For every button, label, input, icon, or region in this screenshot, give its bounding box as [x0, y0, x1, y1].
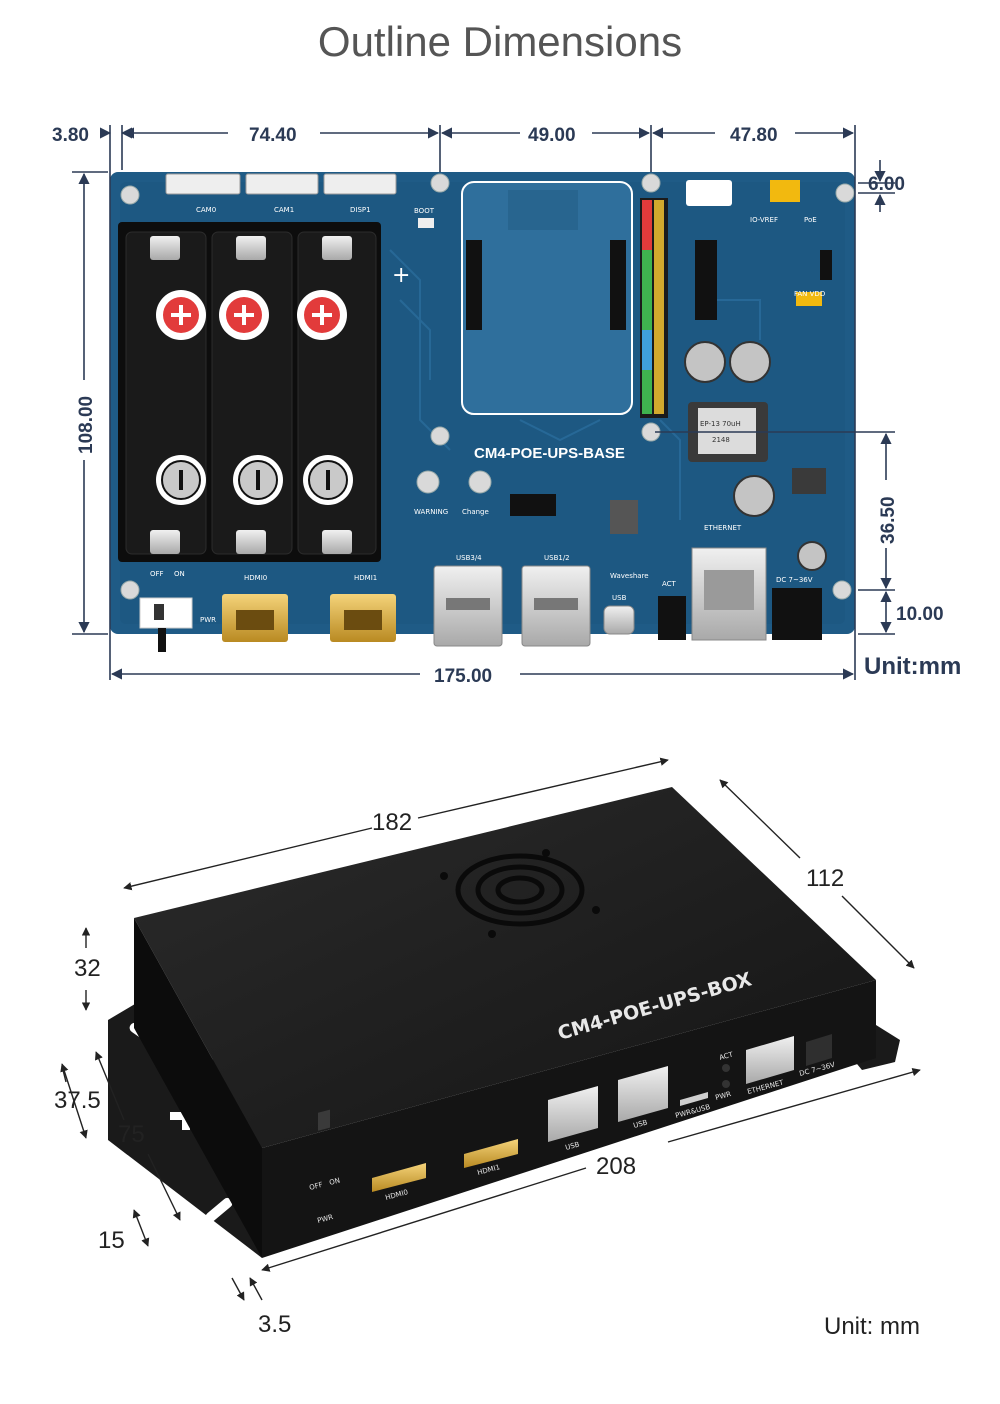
dim-box-37: 37.5	[54, 1087, 101, 1114]
board-name: CM4-POE-UPS-BASE	[474, 445, 625, 462]
pcb-board: CAM0 CAM1 DISP1 BOOT IO-VREF	[110, 172, 855, 652]
battery-plus-icons	[156, 290, 347, 340]
box-on-label: ON	[328, 1176, 340, 1187]
warning-label: WARNING	[414, 508, 448, 516]
usb12-label: USB1/2	[544, 554, 570, 562]
battery-holder	[118, 222, 381, 562]
box-off-label: OFF	[308, 1181, 323, 1192]
usb34-label: USB3/4	[456, 554, 482, 562]
dim-box-height: 32	[74, 955, 101, 982]
box-usb-b-label: USB	[632, 1118, 648, 1129]
battery-minus-icons	[156, 455, 353, 505]
dim-height: 108.00	[76, 396, 97, 454]
box-dimensions	[60, 757, 921, 1301]
dim-box-75: 75	[118, 1121, 145, 1148]
bottom-connectors: OFF ON PWR HDMI0 HDMI1 USB3/4 USB1/2 USB…	[139, 524, 822, 652]
poe-label: PoE	[804, 216, 817, 224]
hdmi0-label: HDMI0	[244, 574, 267, 582]
dim-left-margin: 3.80	[52, 125, 89, 146]
dim-width: 175.00	[434, 666, 492, 687]
box-usb-a-label: USB	[564, 1140, 580, 1151]
pin-headers: IO-VREF PoE FAN VDD	[640, 180, 832, 418]
box-pwr-label: PWR	[714, 1090, 732, 1102]
inductor-label: EP-13 70uH	[700, 420, 741, 428]
dim-box-15: 15	[98, 1227, 125, 1254]
dim-box-length: 182	[372, 809, 412, 836]
pcb-dimension-labels: 3.80 74.40 49.00 47.80 6.00 108.00 36.50…	[52, 125, 961, 687]
unit-label-top: Unit:mm	[864, 653, 961, 680]
on-label: ON	[174, 570, 185, 578]
plus-mark: +	[392, 263, 410, 288]
cm4-socket-area	[461, 181, 633, 415]
ethernet-label: ETHERNET	[704, 524, 742, 532]
dim-right-bottom: 10.00	[896, 604, 944, 625]
dim-box-208: 208	[596, 1153, 636, 1180]
box-dimension-labels: 182 112 32 37.5 75 15 208 3.5 Unit: mm	[54, 809, 920, 1340]
fan-grille-icon	[455, 853, 585, 927]
dim-seg1: 74.40	[249, 125, 297, 146]
dim-seg3: 47.80	[730, 125, 778, 146]
act-label: ACT	[662, 580, 677, 588]
usb-c-label: USB	[612, 594, 627, 602]
unit-label-bottom: Unit: mm	[824, 1313, 920, 1340]
ffc-connectors: CAM0 CAM1 DISP1 BOOT	[165, 173, 435, 228]
dim-box-3-5: 3.5	[258, 1311, 291, 1338]
cam0-label: CAM0	[196, 206, 216, 214]
dim-seg2: 49.00	[528, 125, 576, 146]
disp1-label: DISP1	[350, 206, 371, 214]
waveshare-label: Waveshare	[610, 572, 649, 580]
change-label: Change	[462, 508, 489, 516]
off-label: OFF	[150, 570, 164, 578]
metal-case: CM4-POE-UPS-BOX OFF ON PWR HDMI0 HDMI1 U…	[108, 787, 900, 1258]
dim-right-mid: 36.50	[878, 496, 899, 544]
case-side	[134, 918, 262, 1258]
box-pwr-switch-label: PWR	[316, 1213, 334, 1225]
fan-vdd-label: FAN VDD	[794, 290, 825, 298]
mounting-holes	[120, 173, 855, 600]
boot-label: BOOT	[414, 207, 435, 215]
case-top	[134, 787, 876, 1148]
hdmi1-label: HDMI1	[354, 574, 377, 582]
dim-box-depth: 112	[806, 865, 844, 892]
page-title: Outline Dimensions	[317, 18, 683, 65]
pwr-label: PWR	[200, 616, 216, 624]
pcb-dimensions	[72, 125, 895, 680]
box-act-label: ACT	[718, 1050, 734, 1061]
dim-top-offset: 6.00	[868, 174, 905, 195]
dc-label: DC 7~36V	[776, 576, 813, 584]
inductor-code: 2148	[712, 436, 730, 444]
box-ports: OFF ON PWR HDMI0 HDMI1 USB USB PWR&USB A…	[308, 1034, 836, 1225]
io-vref-label: IO-VREF	[750, 216, 778, 224]
cam1-label: CAM1	[274, 206, 294, 214]
